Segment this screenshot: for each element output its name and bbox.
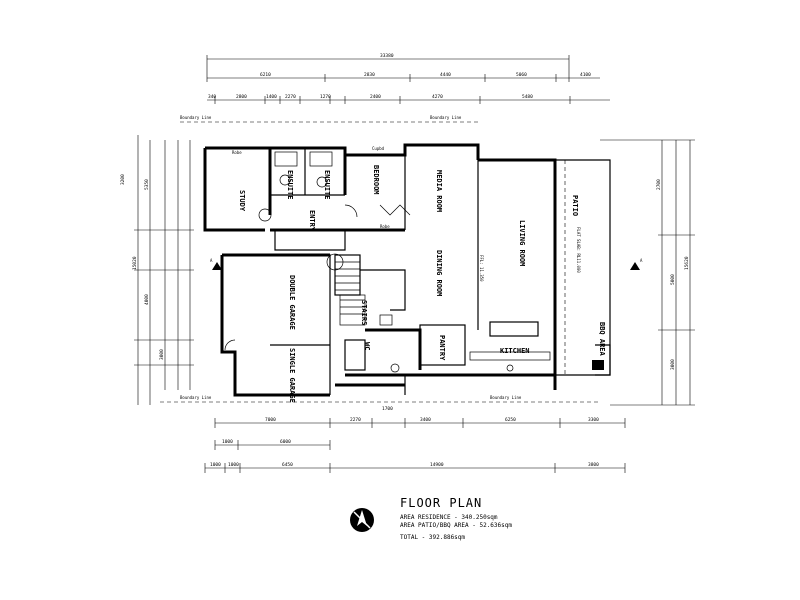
- room-wc: WC: [363, 342, 371, 350]
- dim-left-2: 5350: [144, 179, 150, 190]
- dim-row2-6: 2400: [370, 94, 381, 100]
- room-patio: PATIO: [571, 195, 579, 216]
- room-kitchen: KITCHEN: [500, 347, 530, 355]
- dim-top-1: 6210: [260, 72, 271, 78]
- section-a-right: A: [640, 258, 643, 263]
- dim-left-3: 4000: [144, 294, 150, 305]
- dim-bot3-3: 6450: [282, 462, 293, 468]
- dim-bot2-2: 6000: [280, 439, 291, 445]
- dim-bot3-4: 14900: [430, 462, 444, 468]
- dim-bot3-1: 1000: [210, 462, 221, 468]
- dim-row2-4: 2270: [285, 94, 296, 100]
- section-a-arrow-left: [212, 262, 222, 270]
- dim-bot-2: 2270: [350, 417, 361, 423]
- room-labels: STUDY ENSUITE ENSUITE ENTRY BEDROOM MEDI…: [238, 165, 606, 403]
- fixtures: [224, 151, 551, 373]
- bbq-unit: [592, 360, 604, 370]
- note-ffl: FFL: 11.350: [479, 255, 484, 282]
- dim-row2-8: 5480: [522, 94, 533, 100]
- section-a-arrow-right: [630, 262, 640, 270]
- dim-row2-7: 4270: [432, 94, 443, 100]
- dim-bot2-1: 1000: [222, 439, 233, 445]
- plan-caption: FLOOR PLAN AREA RESIDENCE - 340.250sqm A…: [400, 496, 640, 541]
- dim-bot-6: 3300: [588, 417, 599, 423]
- dim-right-3: 3000: [670, 359, 676, 370]
- room-bbq: BBQ AREA: [598, 322, 606, 357]
- section-markers: A A: [210, 258, 643, 270]
- boundary-label-2: Boundary Line: [430, 115, 462, 120]
- dim-row2-3: 1400: [266, 94, 277, 100]
- dim-top-2: 2830: [364, 72, 375, 78]
- room-living: LIVING ROOM: [518, 220, 526, 266]
- dim-left-1: 3200: [120, 174, 126, 185]
- north-arrow-icon: [350, 508, 374, 532]
- room-dining: DINING ROOM: [435, 250, 443, 296]
- dim-top-5: 4100: [580, 72, 591, 78]
- dim-bot3-5: 3800: [588, 462, 599, 468]
- room-study: STUDY: [238, 190, 246, 212]
- section-a-left: A: [210, 258, 213, 263]
- room-ensuite-2: ENSUITE: [323, 170, 331, 200]
- bottom-dimensions: 7000 2270 1700 3400 6250 3300 1000 6000 …: [204, 406, 626, 473]
- room-stairs: STAIRS: [360, 300, 368, 325]
- room-pantry: PANTRY: [438, 335, 446, 361]
- plan-title: FLOOR PLAN: [400, 496, 483, 510]
- dim-row2-1: 340: [208, 94, 216, 100]
- dim-top-3: 4440: [440, 72, 451, 78]
- dim-bot-1: 7000: [265, 417, 276, 423]
- boundary-label-4: Boundary Line: [490, 395, 522, 400]
- notes: FFL: 11.350 FLAT SLAB: RL11.000 Robe Rob…: [232, 146, 581, 282]
- note-cupboard: Cupbd: [372, 146, 385, 151]
- right-dimensions: 2700 5000 3000 15620: [600, 139, 695, 406]
- room-double-garage: DOUBLE GARAGE: [288, 275, 296, 330]
- dim-right-1: 2700: [656, 179, 662, 190]
- dim-bot3-2: 1000: [228, 462, 239, 468]
- room-single-garage: SINGLE GARAGE: [288, 348, 296, 403]
- note-robe-2: Robe: [380, 224, 390, 229]
- note-flat-slab: FLAT SLAB: RL11.000: [576, 227, 581, 273]
- area-total: TOTAL - 392.886sqm: [400, 534, 466, 541]
- room-entry: ENTRY: [308, 210, 316, 232]
- note-robe-1: Robe: [232, 150, 242, 155]
- dim-left-4: 3000: [159, 349, 165, 360]
- dim-left-5: 15020: [132, 256, 138, 270]
- boundary-label-3: Boundary Line: [180, 395, 212, 400]
- room-media: MEDIA ROOM: [435, 170, 443, 212]
- area-residence: AREA RESIDENCE - 340.250sqm: [400, 514, 498, 521]
- dim-bot-4: 3400: [420, 417, 431, 423]
- boundary-label-1: Boundary Line: [180, 115, 212, 120]
- top-dimensions: 33380 6210 2830 4440 5060 4100 340 2800 …: [206, 53, 610, 104]
- dim-row2-5: 1270: [320, 94, 331, 100]
- dim-right-4: 15620: [684, 256, 690, 270]
- left-dimensions: 3200 15020 5350 4000 3000: [120, 135, 194, 405]
- dim-right-2: 5000: [670, 274, 676, 285]
- room-ensuite-1: ENSUITE: [286, 170, 294, 200]
- dim-overall-top: 33380: [380, 53, 394, 59]
- dim-row2-2: 2800: [236, 94, 247, 100]
- room-bedroom: BEDROOM: [372, 165, 380, 195]
- dim-bot-3: 1700: [382, 406, 393, 412]
- dim-top-4: 5060: [516, 72, 527, 78]
- dim-bot-5: 6250: [505, 417, 516, 423]
- area-patio: AREA PATIO/BBQ AREA - 52.636sqm: [400, 522, 512, 529]
- walls: [203, 143, 611, 397]
